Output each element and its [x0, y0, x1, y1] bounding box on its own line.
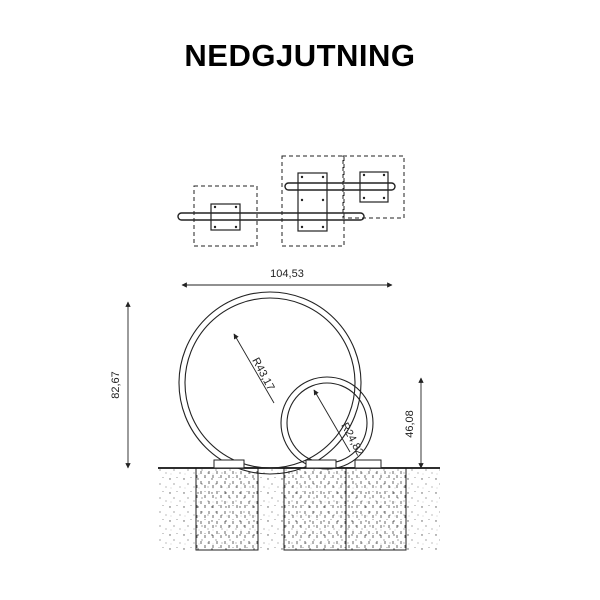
total-height-label: 82,67	[110, 371, 122, 399]
base-plate	[359, 171, 389, 203]
radius-small-dimension: R24,82	[313, 389, 366, 458]
base-plate	[210, 203, 241, 231]
concrete-foundation	[283, 467, 347, 551]
concrete-foundation	[345, 467, 407, 551]
ring-bar-large	[177, 212, 365, 221]
concrete-foundation	[195, 467, 259, 551]
total-height-dimension: 82,67	[110, 301, 131, 469]
foundation-outline	[193, 185, 258, 247]
small-height-label: 46,08	[404, 410, 416, 438]
ring-bar-small	[284, 182, 396, 191]
radius-large-dimension: R43,17	[233, 333, 277, 404]
foundation-outline	[281, 155, 345, 247]
width-label: 104,53	[270, 268, 304, 280]
ground-section	[158, 467, 440, 551]
page-title: NEDGJUTNING	[184, 38, 416, 73]
radius-large-label: R43,17	[249, 356, 276, 393]
large-ring	[178, 291, 362, 475]
small-ring	[280, 376, 382, 470]
small-height-dimension: 46,08	[404, 377, 424, 469]
base-plate	[297, 172, 328, 232]
plan-view	[177, 155, 405, 247]
foundation-outline	[342, 155, 405, 219]
width-dimension: 104,53	[181, 268, 393, 288]
